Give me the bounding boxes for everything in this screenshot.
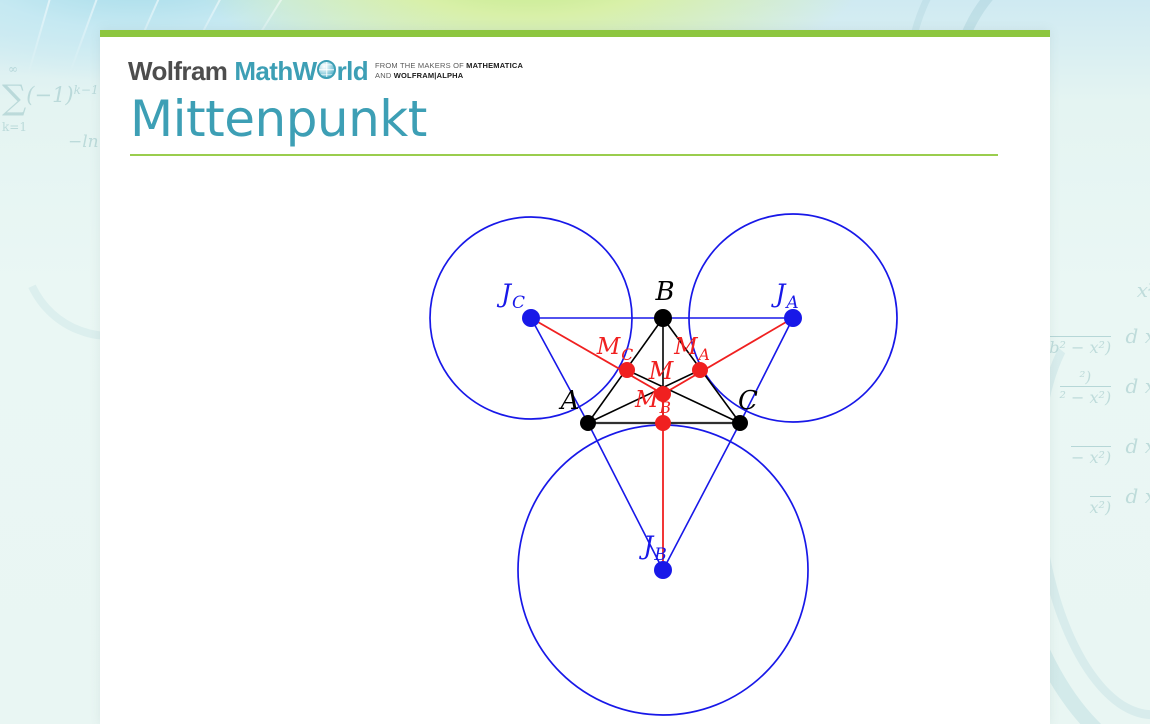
- tagline-prefix: AND: [375, 70, 394, 80]
- background-formula-right-3: ²)² − x²) d x: [1059, 368, 1150, 407]
- label-JC: JC: [496, 279, 525, 313]
- formula-denominator: ² − x²): [1059, 386, 1112, 407]
- point-M: [655, 386, 671, 402]
- point-B: [654, 309, 672, 327]
- globe-icon: [317, 60, 337, 79]
- formula-text: x²: [1136, 278, 1150, 302]
- tagline-line-1: FROM THE MAKERS OF MATHEMATICA: [375, 61, 523, 71]
- formula-differential: d x: [1125, 434, 1150, 458]
- label-subscript-JC: C: [512, 293, 525, 313]
- point-JB: [654, 561, 672, 579]
- logo-w-letter: W: [292, 56, 318, 86]
- cevian-A-MA: [587, 369, 701, 424]
- sum-exponent: k−1: [73, 83, 99, 97]
- background-formula-right-4: − x²) d x: [1071, 428, 1150, 467]
- page-title: Mittenpunkt: [130, 90, 427, 148]
- logo-math-text: Math: [234, 56, 293, 86]
- label-MC: MC: [596, 334, 634, 364]
- formula-differential: d x: [1125, 324, 1150, 348]
- excenter-line-JB-C: [662, 422, 741, 571]
- point-JA: [784, 309, 802, 327]
- point-C: [732, 415, 748, 431]
- logo-tagline: FROM THE MAKERS OF MATHEMATICA AND WOLFR…: [375, 61, 523, 84]
- excenter-line-JB-A: [587, 422, 664, 571]
- formula-differential: d x: [1125, 484, 1150, 508]
- tagline-wolframalpha: WOLFRAM|ALPHA: [393, 70, 464, 80]
- mitten-line-JA-M: [662, 317, 794, 395]
- title-divider: [130, 154, 998, 156]
- segments-group: [530, 317, 794, 571]
- label-subscript-MA: A: [697, 345, 710, 364]
- tagline-prefix: FROM THE MAKERS OF: [375, 60, 467, 70]
- logo-rld-letters: rld: [336, 56, 369, 86]
- label-B: B: [654, 277, 674, 307]
- logo-wolfram-text: Wolfram: [128, 56, 228, 86]
- formula-differential: d x: [1125, 374, 1150, 398]
- label-A: A: [559, 386, 580, 416]
- label-C: C: [738, 386, 758, 416]
- label-subscript-JB: B: [653, 545, 667, 565]
- formula-denominator: − x²): [1071, 446, 1112, 467]
- label-subscript-MC: C: [621, 345, 633, 364]
- formula-denominator: (b² − x²): [1043, 336, 1112, 357]
- point-JC: [522, 309, 540, 327]
- background-formula-right-2: (b² − x²) d x: [1043, 318, 1150, 357]
- sum-lower-limit: k=1: [2, 120, 27, 134]
- label-subscript-JA: A: [784, 293, 798, 313]
- point-MC: [619, 362, 635, 378]
- excenter-line-JC-A: [530, 317, 589, 424]
- point-A: [580, 415, 596, 431]
- background-formula-sum: ∞ ∑ k=1 (−1)k−1: [2, 62, 99, 134]
- mitten-line-JC-M: [530, 317, 664, 395]
- point-MA: [692, 362, 708, 378]
- label-MA: MA: [673, 334, 710, 364]
- card-top-accent-bar: [100, 30, 1050, 37]
- tagline-mathematica: MATHEMATICA: [466, 60, 524, 70]
- sum-upper-limit: ∞: [8, 62, 18, 76]
- label-MB: MB: [634, 387, 671, 417]
- background-formula-right-1: x²: [1137, 278, 1150, 302]
- label-subscript-MB: B: [659, 398, 671, 417]
- cevian-C-MC: [626, 369, 741, 424]
- background-formula-right-5: x²) d x: [1089, 478, 1150, 517]
- point-MB: [655, 415, 671, 431]
- label-M: M: [648, 357, 675, 385]
- formula-numerator: ²): [1079, 368, 1092, 386]
- formula-denominator: x²): [1089, 496, 1112, 517]
- excenter-line-JA-C: [739, 317, 794, 424]
- tagline-line-2: AND WOLFRAM|ALPHA: [375, 71, 523, 81]
- label-JA: JA: [770, 279, 798, 313]
- background-formula-ln: −ln: [68, 132, 99, 152]
